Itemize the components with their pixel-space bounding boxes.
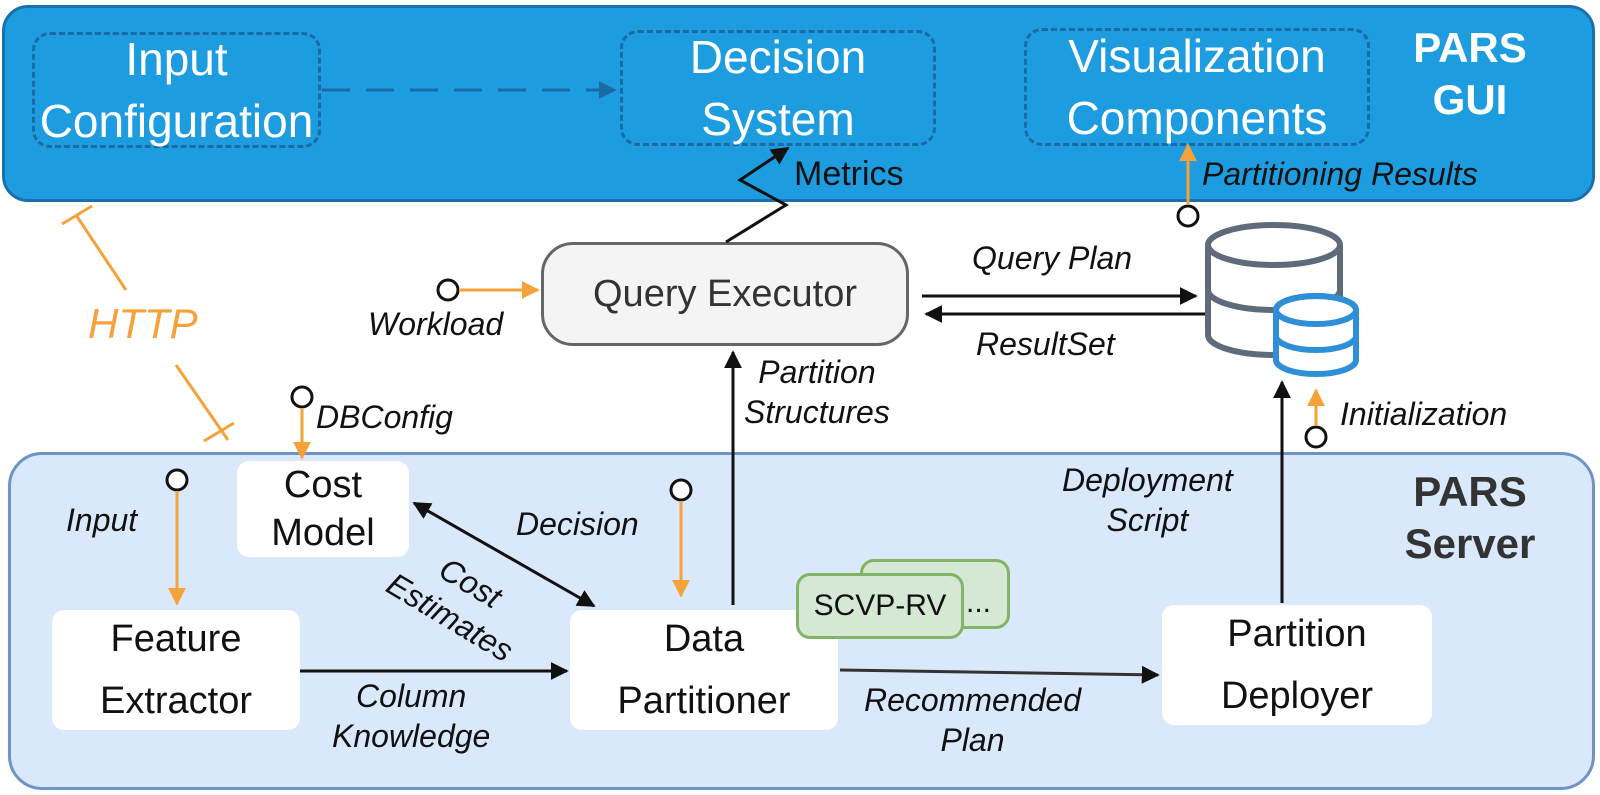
query-executor-node[interactable]: Query Executor	[541, 242, 909, 346]
workload-port	[436, 278, 460, 302]
query-plan-label: Query Plan	[972, 240, 1133, 276]
metrics-arrow	[725, 146, 790, 244]
recommended-plan-arrow	[839, 665, 1160, 684]
http-label: HTTP	[88, 300, 198, 347]
pars-server-title: PARS Server	[1404, 468, 1536, 567]
decision-port	[669, 478, 693, 502]
workload-label: Workload	[368, 306, 504, 342]
initialization-port	[1304, 425, 1328, 449]
column-knowledge-label: Column Knowledge	[332, 678, 491, 754]
input-label: Input	[66, 502, 138, 538]
deployment-script-label: Deployment Script	[1062, 462, 1233, 538]
http-link	[61, 204, 235, 443]
input-configuration-box[interactable]: Input Configuration	[32, 32, 321, 148]
partition-deployer-node[interactable]: Partition Deployer	[1162, 605, 1432, 725]
feature-extractor-node[interactable]: Feature Extractor	[52, 610, 300, 730]
visualization-components-box[interactable]: Visualization Components	[1024, 28, 1370, 146]
partitioning-results-label: Partitioning Results	[1202, 156, 1478, 192]
pars-gui-panel	[2, 5, 1595, 202]
partition-structures-label: Partition Structures	[744, 354, 890, 430]
initialization-label: Initialization	[1340, 396, 1508, 432]
input-port	[165, 468, 189, 492]
decision-system-box[interactable]: Decision System	[620, 30, 936, 146]
dbconfig-label: DBConfig	[316, 399, 453, 435]
dbconfig-port	[290, 385, 314, 409]
metrics-label: Metrics	[794, 155, 904, 193]
result-set-label: ResultSet	[976, 326, 1115, 362]
strategy-more: ...	[966, 586, 992, 619]
decision-label: Decision	[516, 506, 639, 542]
strategy-card-scvp-rv[interactable]: SCVP-RV	[796, 573, 964, 639]
recommended-plan-label: Recommended Plan	[864, 682, 1081, 758]
data-partitioner-node[interactable]: Data Partitioner	[570, 610, 838, 730]
database-icon	[1205, 222, 1359, 377]
partitioning-results-port	[1176, 204, 1200, 228]
cost-model-node[interactable]: Cost Model	[237, 461, 409, 557]
pars-gui-title: PARS GUI	[1413, 24, 1527, 123]
cost-estimates-arrow	[412, 501, 596, 608]
